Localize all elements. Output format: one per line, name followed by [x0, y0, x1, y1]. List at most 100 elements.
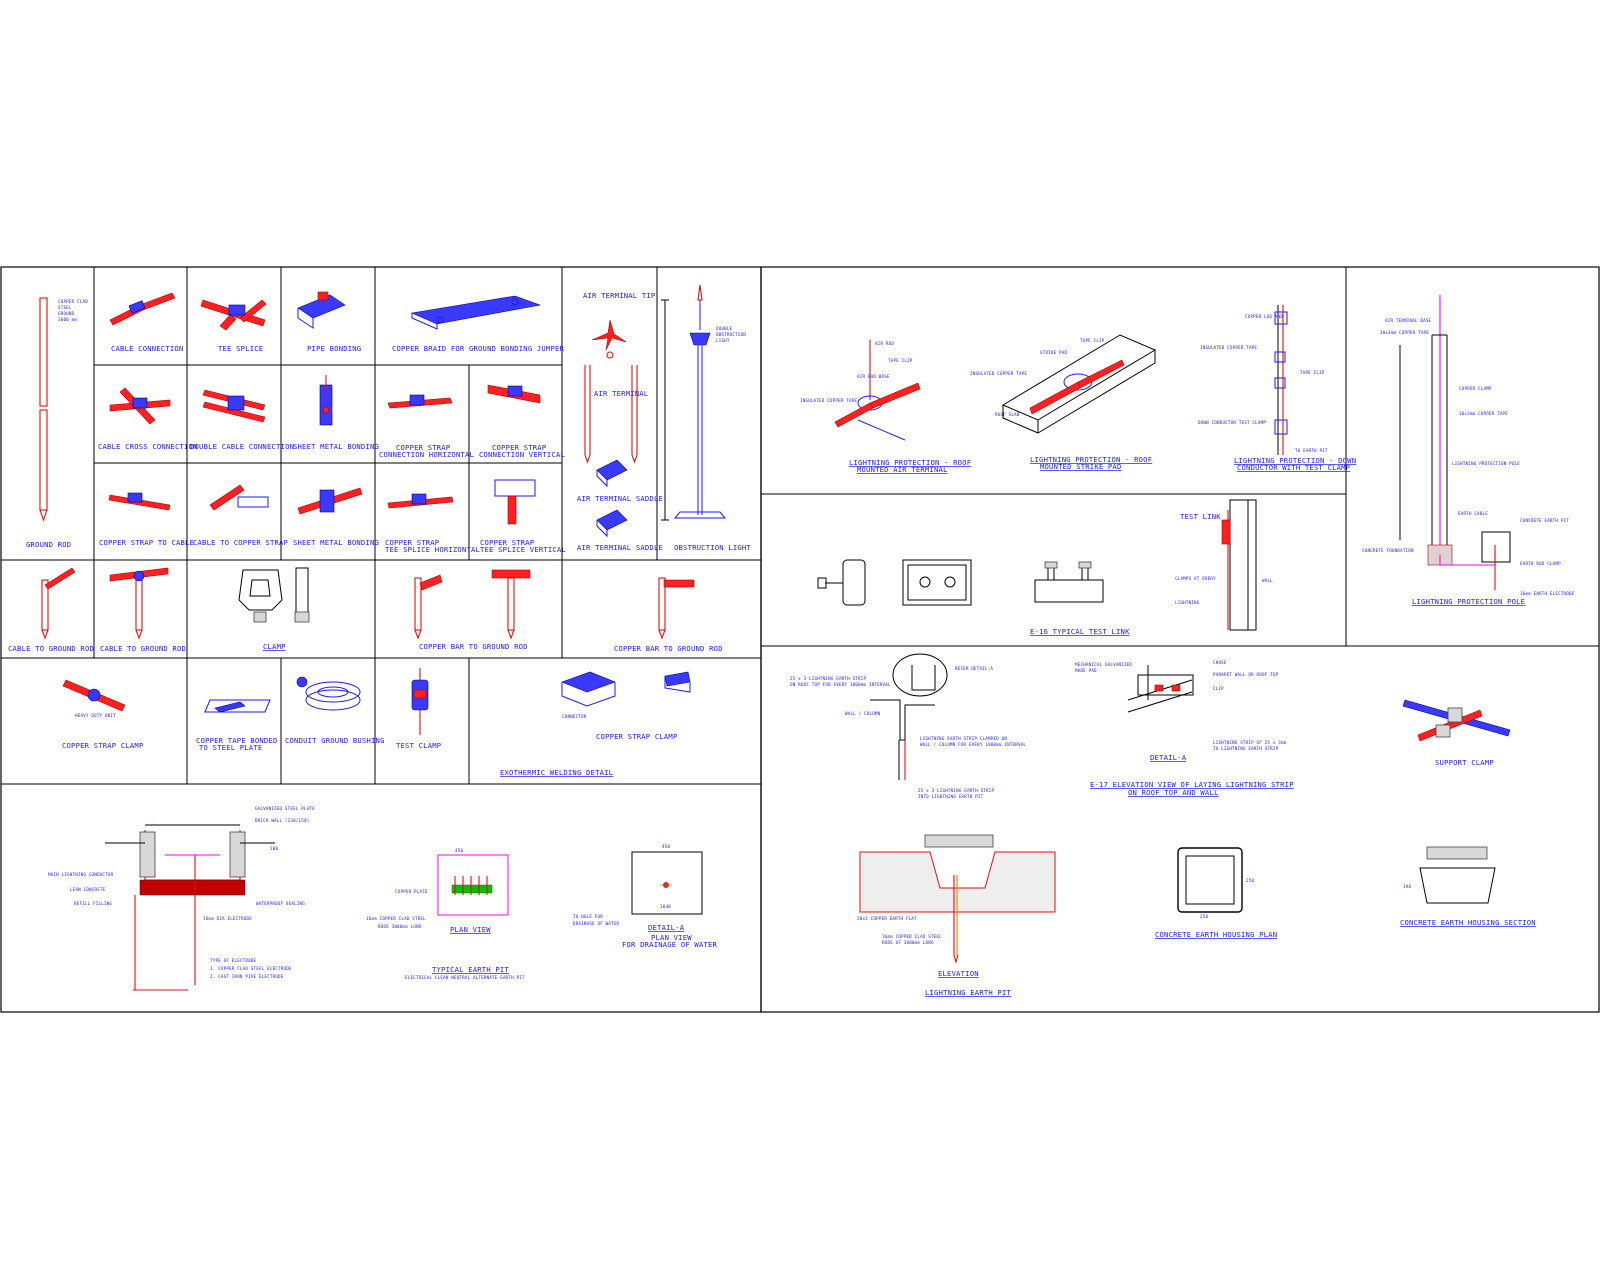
- label-support-clamp: SUPPORT CLAMP: [1435, 758, 1494, 767]
- svg-text:MADE PAD: MADE PAD: [1075, 668, 1097, 673]
- air-terminal-drawing: [584, 319, 638, 538]
- svg-text:LIGHTNING PROTECTION POLE: LIGHTNING PROTECTION POLE: [1452, 461, 1520, 466]
- svg-text:1. COPPER CLAD STEEL ELECTRODE: 1. COPPER CLAD STEEL ELECTRODE: [210, 966, 292, 971]
- clamp-drawing: [238, 567, 310, 623]
- obstruction-light-drawing: DOUBLE OBSTRUCTION LIGHT: [661, 284, 746, 521]
- label-e17-elevation-2: ON ROOF TOP AND WALL: [1128, 788, 1219, 797]
- svg-text:STRIKE PAD: STRIKE PAD: [1040, 350, 1067, 355]
- svg-text:DOUBLE: DOUBLE: [716, 326, 733, 331]
- svg-text:DOWN CONDUCTOR TEST CLAMP: DOWN CONDUCTOR TEST CLAMP: [1198, 420, 1266, 425]
- svg-text:TYPE OF ELECTRODE: TYPE OF ELECTRODE: [210, 958, 257, 963]
- support-clamp-drawing: [1402, 699, 1511, 742]
- roof-air-terminal-drawing: AIR ROD AIR ROD BASE TAPE CLIP INSULATED…: [800, 340, 921, 441]
- label-obstruction-light: OBSTRUCTION LIGHT: [674, 543, 751, 552]
- label-lightning-earth-pit: LIGHTNING EARTH PIT: [925, 988, 1011, 997]
- label-plan-view-drainage-1: PLAN VIEW: [651, 933, 692, 942]
- svg-text:GALVANIZED STEEL PLATE: GALVANIZED STEEL PLATE: [255, 806, 315, 811]
- svg-text:190: 190: [1403, 884, 1411, 889]
- roof-strike-pad-drawing: TAPE CLIP STRIKE PAD INSULATED COPPER TA…: [970, 334, 1157, 434]
- label-detail-a-right: DETAIL-A: [1150, 753, 1187, 762]
- label-earth-pit-sub: ELECTRICAL CLEAN NEUTRAL ALTERNATE EARTH…: [405, 975, 525, 980]
- label-air-terminal-tip: AIR TERMINAL TIP: [583, 291, 655, 300]
- label-e16-typical-test-link: E-16 TYPICAL TEST LINK: [1030, 627, 1130, 636]
- svg-text:MECHANICAL GALVANIZED: MECHANICAL GALVANIZED: [1075, 662, 1132, 667]
- lightning-protection-pole-drawing: AIR TERMINAL BASE 30x3mm COPPER TAPE COP…: [1362, 295, 1575, 596]
- svg-text:WALL / COLUMN: WALL / COLUMN: [845, 711, 881, 716]
- svg-text:PARAPET WALL OR ROOF TOP: PARAPET WALL OR ROOF TOP: [1213, 672, 1279, 677]
- copper-strap-tee-horizontal-drawing: [387, 493, 454, 509]
- svg-text:COPPER PLATE: COPPER PLATE: [395, 889, 428, 894]
- double-cable-connection-drawing: [202, 389, 266, 423]
- svg-text:COPPER LUG AND: COPPER LUG AND: [1245, 314, 1283, 319]
- svg-text:AIR TERMINAL BASE: AIR TERMINAL BASE: [1385, 318, 1432, 323]
- label-conduit-ground-bushing: CONDUIT GROUND BUSHING: [285, 736, 385, 745]
- exothermic-welding-drawing: [561, 671, 691, 707]
- label-ground-rod: GROUND ROD: [26, 540, 71, 549]
- label-cable-to-ground-rod-1: CABLE TO GROUND ROD: [8, 644, 94, 653]
- label-copper-strap-tee-vertical-2: TEE SPLICE VERTICAL: [480, 545, 566, 554]
- sheet-metal-bonding-1-drawing: [319, 375, 333, 426]
- copper-braid-drawing: [410, 295, 542, 330]
- label-typical-earth-pit: TYPICAL EARTH PIT: [432, 965, 509, 974]
- earth-pit-plan-view-drawing: 450 COPPER PLATE 16mm COPPER CLAD STEEL …: [366, 848, 509, 929]
- copper-strap-tee-vertical-drawing: [494, 479, 536, 525]
- right-grid-lines: [761, 267, 1599, 647]
- label-test-link: TEST LINK: [1180, 512, 1221, 521]
- label-concrete-earth-housing-plan: CONCRETE EARTH HOUSING PLAN: [1155, 930, 1277, 939]
- svg-text:ROOF SLAB: ROOF SLAB: [995, 412, 1020, 417]
- wall-test-link-drawing: CLAMPS AT EVERY WALL LIGHTNING: [1175, 499, 1273, 631]
- label-lp-roof-air-terminal-2: MOUNTED AIR TERMINAL: [857, 465, 948, 474]
- label-air-terminal-saddle-1: AIR TERMINAL SADDLE: [577, 494, 663, 503]
- label-copper-strap-tee-vertical-1: COPPER STRAP: [480, 538, 534, 547]
- test-clamp-drawing: [411, 668, 429, 735]
- svg-text:TAPE CLIP: TAPE CLIP: [1300, 370, 1325, 375]
- label-copper-braid: COPPER BRAID FOR GROUND BONDING JUMPER: [392, 344, 565, 353]
- svg-text:CLAMPS AT EVERY: CLAMPS AT EVERY: [1175, 576, 1216, 581]
- svg-text:DRAINAGE OF WATER: DRAINAGE OF WATER: [573, 921, 620, 926]
- svg-text:TAPE CLIP: TAPE CLIP: [1080, 338, 1105, 343]
- svg-text:TO HOLE FOR: TO HOLE FOR: [573, 914, 603, 919]
- svg-text:TAPE CLIP: TAPE CLIP: [888, 358, 913, 363]
- label-copper-strap-clamp-1: COPPER STRAP CLAMP: [62, 741, 144, 750]
- svg-text:INSULATED COPPER TAPE: INSULATED COPPER TAPE: [1200, 345, 1257, 350]
- right-panel-frame: [760, 266, 1600, 1013]
- conduit-ground-bushing-drawing: [296, 676, 361, 711]
- label-lp-down-conductor-2: CONDUCTOR WITH TEST CLAMP: [1237, 463, 1350, 472]
- label-copper-strap-conn-vertical-1: COPPER STRAP: [492, 443, 546, 452]
- pipe-bonding-drawing: [297, 291, 346, 329]
- detail-a-right-drawing: MECHANICAL GALVANIZED MADE PAD CHOSE PAR…: [1075, 660, 1287, 751]
- label-e17-elevation-1: E-17 ELEVATION VIEW OF LAYING LIGHTNING …: [1090, 780, 1294, 789]
- ground-rod-drawing: COPPER CLAD STEEL GROUND 3000 mm: [39, 297, 88, 522]
- label-cable-cross-connection: CABLE CROSS CONNECTION: [98, 442, 198, 451]
- svg-text:16mm DIA ELECTRODE: 16mm DIA ELECTRODE: [203, 916, 252, 921]
- svg-text:LEAN CONCRETE: LEAN CONCRETE: [70, 887, 106, 892]
- svg-text:WALL / COLUMN FOR EVERY 1000mm: WALL / COLUMN FOR EVERY 1000mm INTERVAL: [920, 742, 1026, 747]
- label-exothermic-detail-note: CONNECTOR: [562, 714, 587, 719]
- cable-to-copper-strap-drawing: [209, 484, 269, 511]
- svg-text:STEEL: STEEL: [58, 305, 72, 310]
- svg-text:TO EARTH PIT: TO EARTH PIT: [1295, 448, 1328, 453]
- svg-text:CONCRETE FOUNDATION: CONCRETE FOUNDATION: [1362, 548, 1414, 553]
- svg-text:25 x 3 LIGHTNING EARTH STRIP: 25 x 3 LIGHTNING EARTH STRIP: [918, 788, 994, 793]
- copper-bar-to-ground-rod-2-drawing: [658, 577, 695, 640]
- svg-text:WALL: WALL: [1262, 578, 1273, 583]
- svg-text:250: 250: [1246, 878, 1254, 883]
- label-copper-bar-to-ground-rod-2: COPPER BAR TO GROUND ROD: [614, 644, 723, 653]
- label-lp-roof-strike-pad-2: MOUNTED STRIKE PAD: [1040, 462, 1122, 471]
- e17-elevation-drawing: REFER DETAIL-A 25 x 3 LIGHTNING EARTH ST…: [790, 653, 1026, 799]
- label-pipe-bonding: PIPE BONDING: [307, 344, 361, 353]
- cable-cross-connection-drawing: [109, 387, 171, 425]
- label-test-clamp: TEST CLAMP: [396, 741, 441, 750]
- svg-text:3000 mm: 3000 mm: [58, 317, 77, 322]
- label-copper-strap-tee-horizontal-1: COPPER STRAP: [385, 538, 439, 547]
- label-clamp: CLAMP: [263, 642, 286, 651]
- svg-text:OBSTRUCTION: OBSTRUCTION: [716, 332, 746, 337]
- sheet-metal-bonding-2-drawing: [297, 487, 363, 515]
- copper-tape-bonded-drawing: [204, 699, 271, 713]
- svg-text:REFER DETAIL-A: REFER DETAIL-A: [955, 666, 993, 671]
- label-lp-roof-air-terminal-1: LIGHTNING PROTECTION - ROOF: [849, 458, 971, 467]
- label-lp-down-conductor-1: LIGHTNING PROTECTION - DOWN: [1234, 456, 1356, 465]
- cable-to-ground-rod-1-drawing: [41, 567, 76, 640]
- copper-bar-to-ground-rod-1-drawing: [414, 569, 531, 640]
